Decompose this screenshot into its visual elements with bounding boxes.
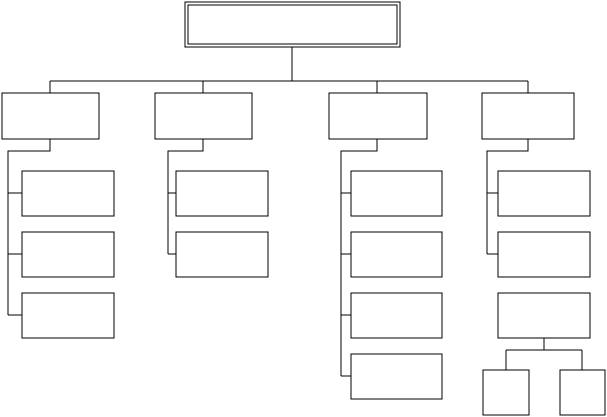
col-4-grandchild-box-2: [559, 369, 606, 416]
col-1-child-box-2: [21, 231, 115, 278]
col-3-child-box-2: [350, 231, 443, 278]
col-4-child-box-3: [497, 292, 591, 339]
col-3-spine: [340, 139, 378, 376]
root-node: [184, 1, 401, 48]
col-1-child-box-3: [21, 292, 115, 339]
level1-box-3: [328, 92, 428, 140]
col-4-child-box-1: [497, 170, 591, 217]
col-3-child-box-1: [350, 170, 443, 217]
column-2: [154, 92, 269, 278]
level1-box-2: [154, 92, 253, 140]
col-3-child-box-3: [350, 292, 443, 339]
col-4-child-box-2: [497, 231, 591, 278]
level1-box-1: [1, 92, 100, 140]
col-2-spine: [167, 139, 204, 254]
column-4: [481, 92, 606, 416]
col-1-child-box-1: [21, 170, 115, 217]
column-1: [1, 92, 115, 339]
col-4-grandchild-box-1: [482, 369, 530, 416]
col-2-child-box-1: [175, 170, 269, 217]
col-3-child-box-4: [350, 353, 443, 400]
col-1-spine: [7, 139, 51, 315]
column-3: [328, 92, 443, 400]
root-box-inner: [187, 4, 398, 45]
level1-box-4: [481, 92, 575, 140]
col-4-spine: [486, 139, 529, 254]
col-2-child-box-2: [175, 231, 269, 278]
